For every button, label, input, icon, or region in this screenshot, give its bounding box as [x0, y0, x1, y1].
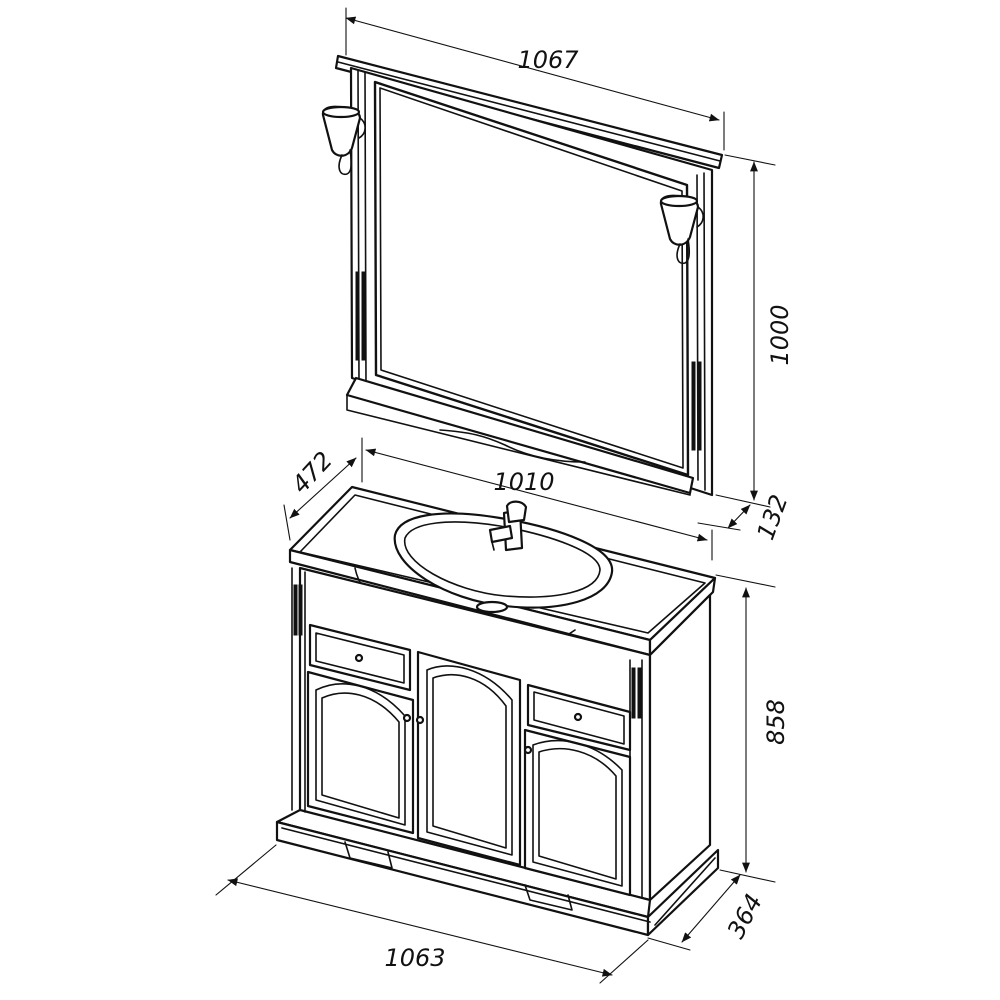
mirror-frame: [349, 66, 714, 497]
drawer-left-knob: [354, 653, 364, 663]
label-top-width: 1010: [493, 468, 554, 496]
label-top-depth: 472: [286, 446, 338, 499]
pilaster-groove-left: [293, 584, 298, 636]
pilaster-groove-right: [631, 667, 636, 719]
label-mirror-depth: 132: [751, 491, 793, 544]
drawer-right-knob: [573, 712, 583, 722]
dim-line-mirror-depth: [727, 504, 751, 529]
dim-line-top-depth: [289, 457, 357, 519]
label-cabinet-height: 858: [762, 699, 790, 745]
door-left: [306, 670, 415, 835]
dim-line-top-width: [365, 448, 708, 542]
mirror-groove-left: [355, 271, 360, 361]
label-cabinet-depth: 364: [722, 889, 768, 943]
door-middle: [416, 650, 522, 867]
label-mirror-width: 1067: [517, 46, 579, 74]
foot-left: [344, 841, 393, 869]
sink-drain: [475, 600, 509, 614]
mirror-groove-right: [691, 361, 696, 451]
mirror: [334, 54, 724, 497]
dimension-lines: [215, 7, 776, 984]
label-mirror-height: 1000: [766, 304, 794, 365]
door-right: [523, 728, 632, 897]
dim-line-cabinet-width: [227, 878, 613, 977]
label-cabinet-width: 1063: [384, 944, 445, 972]
wall-lamp-right: [659, 194, 704, 265]
vanity-cabinet: [275, 485, 720, 937]
dim-line-mirror-width: [345, 16, 720, 122]
dim-line-cabinet-depth: [681, 874, 741, 943]
cabinet-side: [648, 593, 712, 902]
